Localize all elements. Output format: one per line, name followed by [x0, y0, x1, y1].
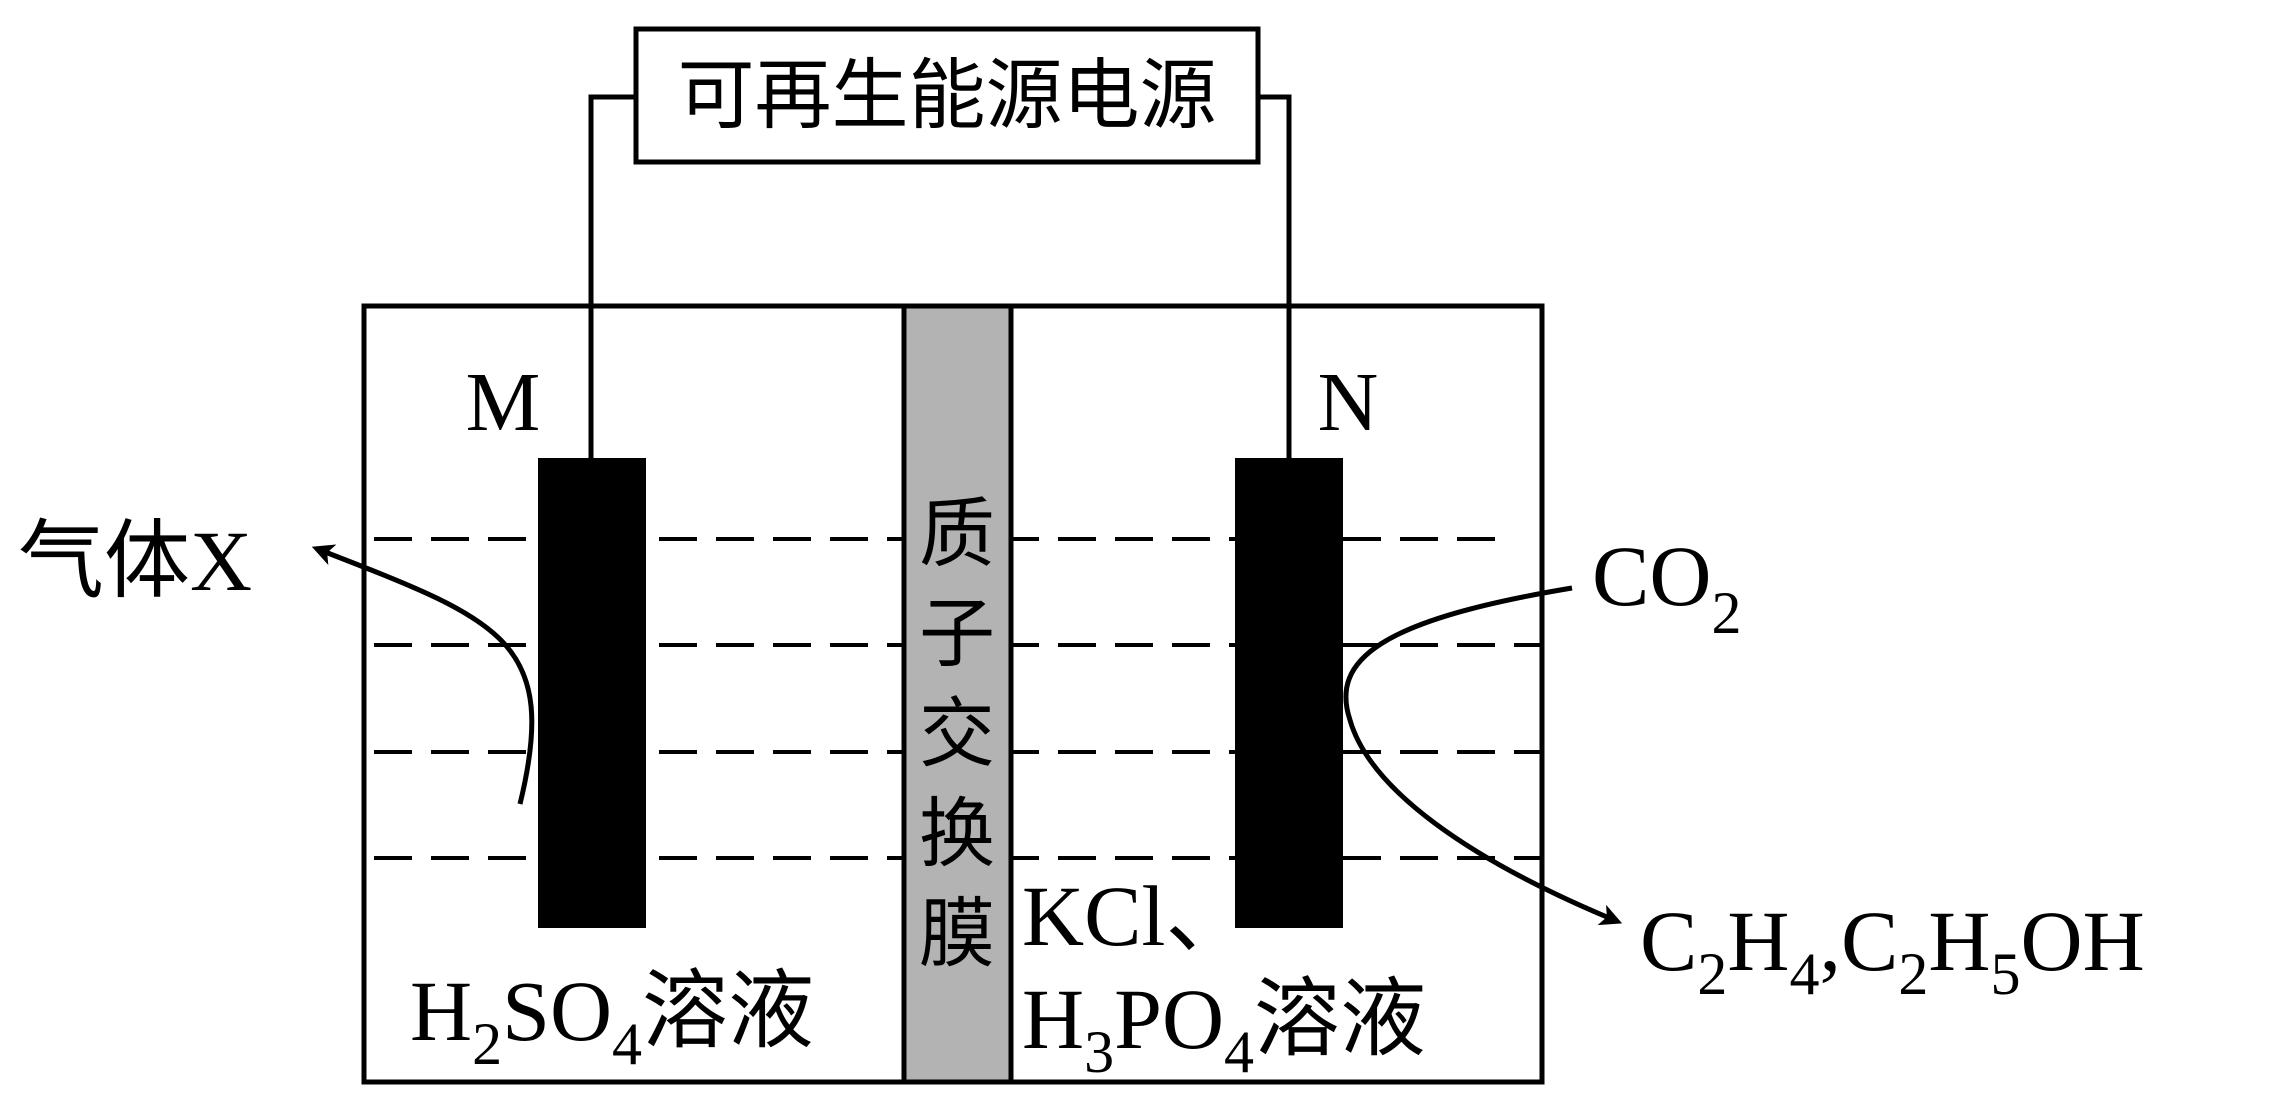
electrode-n-label: N: [1318, 356, 1379, 449]
membrane-label: 质 子 交 换 膜: [919, 493, 995, 977]
membrane-char-1: 质: [919, 493, 995, 577]
right-solution-line2: H3PO4溶液: [1022, 971, 1426, 1085]
right-solution-part-1: 3: [1084, 1019, 1114, 1085]
products-part-4: ,: [1819, 893, 1841, 989]
membrane-char-4: 换: [919, 793, 995, 877]
products-part-2: H: [1727, 893, 1789, 989]
co2-label: CO2: [1592, 528, 1741, 646]
electrode-m-label: M: [466, 356, 541, 449]
left-solution-part-4: 溶液: [642, 963, 814, 1059]
products-part-6: 2: [1898, 941, 1928, 1007]
wire-right: [1258, 94, 1292, 458]
gas-x-label: 气体X: [18, 513, 252, 609]
products-part-9: OH: [2020, 893, 2144, 989]
left-solution-part-3: 4: [612, 1011, 642, 1077]
left-solution-part-0: H: [410, 963, 472, 1059]
membrane-char-3: 交: [919, 693, 995, 777]
right-solution-part-0: H: [1022, 971, 1084, 1067]
co2-products-arrow: [1343, 585, 1623, 926]
products-part-0: C: [1640, 893, 1697, 989]
right-solution-part-2: PO: [1114, 971, 1224, 1067]
products-part-3: 4: [1789, 941, 1819, 1007]
proton-exchange-membrane: [901, 303, 1014, 1085]
right-solution-line1: KCl、: [1022, 868, 1251, 964]
products-part-1: 2: [1697, 941, 1727, 1007]
right-solution-part-3: 4: [1224, 1019, 1254, 1085]
gas-x-arrow: [311, 544, 535, 805]
electrode-n: [1235, 458, 1343, 928]
products-part-5: C: [1841, 893, 1898, 989]
products-part-7: H: [1928, 893, 1990, 989]
membrane-char-2: 子: [919, 593, 995, 677]
left-solution-part-1: 2: [472, 1011, 502, 1077]
left-solution-part-2: SO: [502, 963, 612, 1059]
power-source-box: [633, 26, 1261, 165]
membrane-char-5: 膜: [919, 893, 995, 977]
wire-left: [588, 94, 636, 458]
right-solution-part-4: 溶液: [1254, 971, 1426, 1067]
left-solution-label: H2SO4溶液: [410, 963, 814, 1077]
power-source-label: 可再生能源电源: [678, 53, 1217, 139]
products-part-8: 5: [1990, 941, 2020, 1007]
electrode-m: [538, 458, 646, 928]
products-label: C2H4,C2H5OH: [1640, 893, 2145, 1007]
